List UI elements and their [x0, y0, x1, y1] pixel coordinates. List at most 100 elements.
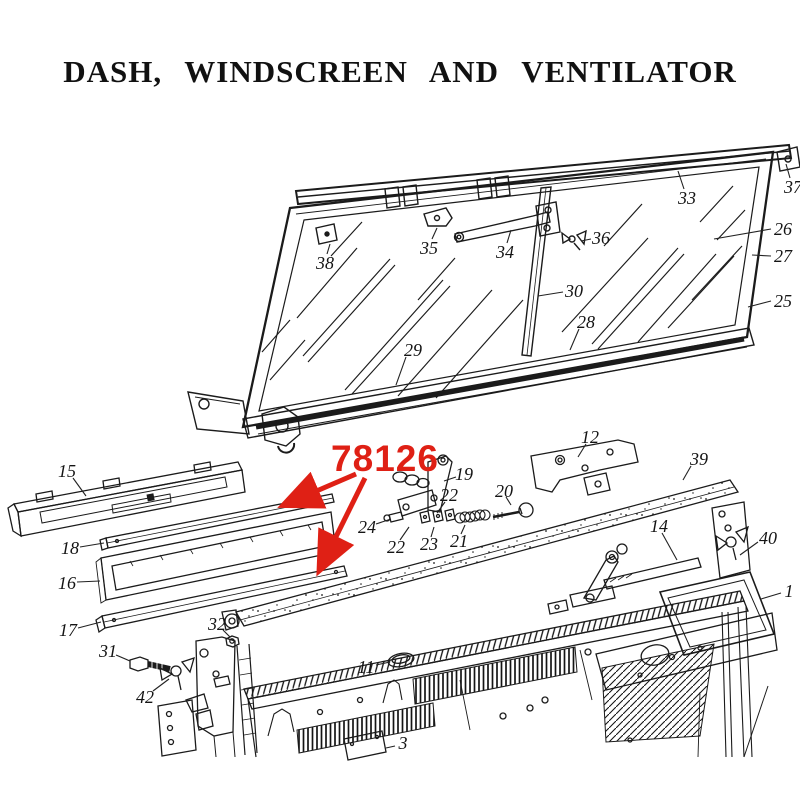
callout-label-1: 1	[785, 581, 794, 601]
pivot-bracket-left	[187, 391, 250, 435]
leader-line-12	[577, 443, 587, 458]
clip-part22	[419, 510, 431, 524]
divider-bar-part30	[521, 186, 552, 357]
callout-label-19: 19	[455, 464, 473, 484]
windscreen-seal-strip-part14	[603, 557, 702, 590]
callout-label-17: 17	[59, 620, 78, 640]
callout-label-25: 25	[774, 291, 792, 311]
leader-line-18	[79, 542, 105, 548]
leader-line-27	[751, 254, 772, 257]
dash-top-rail	[243, 590, 749, 758]
leader-line-31	[115, 654, 131, 662]
callout-label-21: 21	[450, 531, 468, 551]
leader-line-3	[385, 745, 396, 749]
wing-bolt-bracket-part40	[711, 501, 751, 579]
dash-louver-band-upper	[412, 646, 578, 705]
bracket-plate-part12	[530, 439, 639, 496]
leader-line-14	[661, 532, 678, 561]
leader-line-38	[326, 243, 331, 255]
leader-line-32	[222, 629, 231, 638]
bolt-part20	[492, 502, 534, 520]
door-pillar-lines	[697, 605, 769, 758]
callout-label-16: 16	[58, 573, 76, 593]
dash-latch-mechanism	[547, 543, 628, 615]
highlight-arrow-2	[316, 476, 368, 577]
callout-label-28: 28	[577, 312, 595, 332]
callout-label-20: 20	[495, 481, 513, 501]
leader-line-20	[505, 496, 512, 506]
callout-label-33: 33	[677, 188, 696, 208]
callout-label-18: 18	[61, 538, 79, 558]
callout-label-22: 22	[440, 485, 458, 505]
leader-line-19	[443, 476, 457, 482]
finisher-strip-part18	[99, 493, 335, 551]
wing-nut-part42	[159, 656, 195, 691]
windscreen-assembly	[187, 143, 800, 454]
wing-screw-part36	[561, 229, 587, 251]
callout-label-11: 11	[358, 657, 375, 677]
callout-label-40: 40	[759, 528, 777, 548]
leader-lines	[72, 163, 791, 749]
leader-line-36	[580, 238, 592, 242]
callout-label-38: 38	[315, 253, 334, 273]
callout-label-30: 30	[564, 281, 583, 301]
corner-bracket-part37	[776, 146, 800, 172]
callout-label-32: 32	[207, 614, 226, 634]
leader-line-34	[506, 229, 512, 244]
callout-numbers: 3733262725383534363028291215193922202422…	[58, 177, 800, 753]
callout-label-26: 26	[774, 219, 792, 239]
leader-line-39	[682, 465, 692, 481]
highlighted-part-number: 78126	[331, 438, 439, 479]
callout-label-34: 34	[495, 242, 514, 262]
callout-label-31: 31	[98, 641, 117, 661]
callout-label-15: 15	[58, 461, 76, 481]
leader-line-11	[375, 661, 391, 666]
bracket-part38	[315, 223, 338, 245]
leader-line-24	[375, 518, 392, 525]
page-title: DASH, WINDSCREEN AND VENTILATOR	[63, 54, 737, 89]
leader-line-16	[76, 580, 101, 583]
leader-line-23	[430, 526, 435, 538]
instrument-panel-right	[595, 612, 778, 691]
spring-part21	[454, 509, 491, 524]
clip-part22b	[444, 508, 456, 522]
hinge-part19	[392, 454, 453, 517]
leader-line-42	[152, 678, 170, 692]
callout-label-24: 24	[358, 517, 376, 537]
callout-label-35: 35	[419, 238, 438, 258]
leader-line-15	[72, 477, 87, 497]
callout-label-42: 42	[136, 687, 154, 707]
callout-label-3: 3	[398, 733, 408, 753]
glass-reflections	[261, 185, 746, 399]
hardware-cluster	[221, 439, 751, 631]
callout-label-29: 29	[404, 340, 422, 360]
ventilator-flap-part15	[7, 461, 246, 538]
leader-line-25	[747, 300, 772, 308]
callout-label-37: 37	[783, 177, 800, 197]
leader-line-17	[77, 621, 102, 629]
leader-line-22	[436, 501, 446, 514]
leader-line-22	[399, 526, 410, 541]
scuttle-strip-part39	[221, 479, 740, 631]
windscreen-frame-part29	[241, 150, 775, 429]
leader-line-35	[431, 227, 438, 240]
dash-panel-part1	[658, 571, 776, 656]
dash-face-details	[267, 648, 633, 743]
hinge-knuckle	[261, 406, 301, 454]
leader-line-40	[739, 541, 759, 556]
highlight-annotation: 78126	[277, 438, 439, 577]
leader-line-37	[785, 163, 791, 179]
leader-line-33	[677, 170, 685, 190]
bottom-rail-part28	[242, 327, 755, 439]
dash-assembly	[129, 543, 778, 761]
leader-line-28	[569, 328, 580, 351]
clamp-part35	[423, 207, 453, 227]
leader-line-1	[760, 592, 782, 600]
bolt-part31	[129, 656, 171, 672]
callout-label-27: 27	[774, 246, 793, 266]
callout-label-22: 22	[387, 537, 405, 557]
leader-line-29	[395, 356, 407, 386]
dash-louver-band-lower	[296, 702, 436, 754]
